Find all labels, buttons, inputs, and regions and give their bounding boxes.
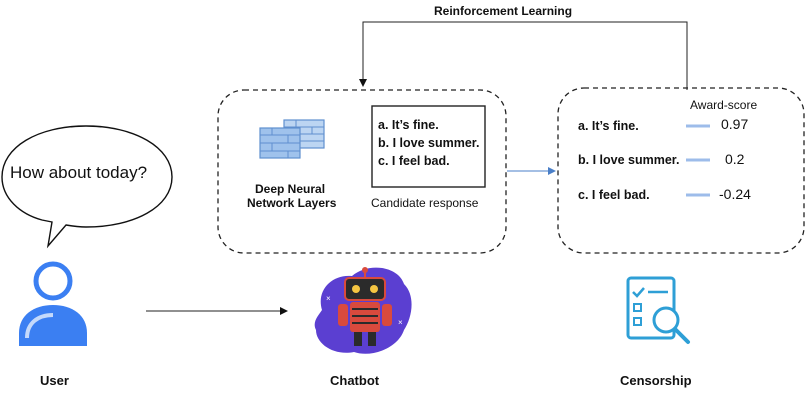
award-score-header: Award-score — [690, 98, 758, 112]
dnn-label-line2: Network Layers — [247, 196, 337, 210]
chatbot-panel-box — [217, 89, 507, 254]
candidate-response-b: b. I love summer. — [378, 136, 480, 150]
speech-bubble-text: How about today? — [10, 163, 148, 182]
rl-feedback-line — [359, 21, 688, 90]
censorship-icon — [626, 276, 690, 344]
dnn-label-line1: Deep Neural — [255, 182, 326, 196]
speech-bubble — [1, 125, 173, 249]
chatbot-label: Chatbot — [330, 373, 380, 388]
candidate-response-label: Candidate response — [371, 196, 479, 210]
censor-item-c-score: -0.24 — [719, 186, 751, 202]
candidate-response-box — [371, 105, 486, 188]
censor-item-a-label: a. It’s fine. — [578, 119, 639, 133]
svg-text:×: × — [326, 294, 331, 303]
robot-icon: × × — [314, 267, 412, 354]
firewall-icon — [259, 119, 325, 159]
censor-item-c-label: c. I feel bad. — [578, 188, 650, 202]
censorship-label: Censorship — [620, 373, 692, 388]
censor-item-b-score: 0.2 — [725, 151, 745, 167]
censorship-panel-box — [557, 87, 805, 254]
rl-label: Reinforcement Learning — [434, 4, 573, 18]
svg-text:×: × — [398, 318, 403, 327]
user-icon — [19, 261, 87, 346]
censor-item-b-label: b. I love summer. — [578, 153, 680, 167]
user-label: User — [40, 373, 69, 388]
candidate-response-c: c. I feel bad. — [378, 154, 450, 168]
censor-item-a-score: 0.97 — [721, 116, 749, 132]
candidate-response-a: a. It’s fine. — [378, 118, 439, 132]
